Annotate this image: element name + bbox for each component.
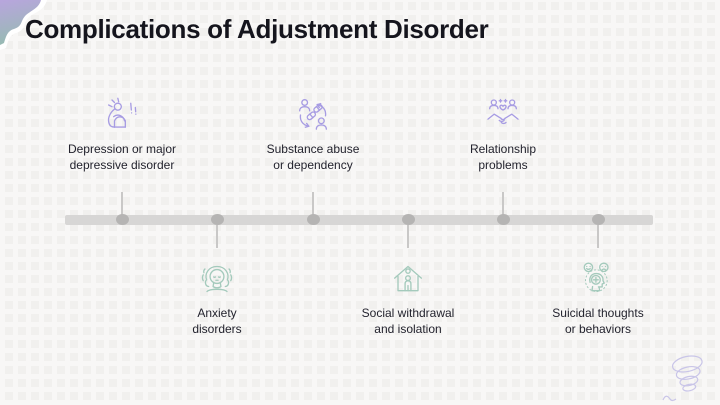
head-mental-health-icon: [578, 259, 618, 299]
page-title: Complications of Adjustment Disorder: [25, 14, 489, 44]
timeline-item-anxiety-disorders: Anxiety disorders: [139, 259, 295, 337]
timeline-item-label: Relationship problems: [469, 142, 537, 172]
timeline-dot: [116, 214, 129, 225]
person-in-house-icon: [388, 259, 428, 299]
timeline-item-suicidal-thoughts: Suicidal thoughts or behaviors: [520, 259, 676, 337]
timeline-bar: [65, 215, 653, 225]
timeline-item-label: Suicidal thoughts or behaviors: [552, 306, 644, 336]
timeline-item-social-withdrawal: Social withdrawal and isolation: [330, 259, 486, 337]
timeline-connector: [502, 192, 504, 215]
timeline-item-label: Substance abuse or dependency: [266, 142, 360, 172]
timeline-connector: [312, 192, 314, 215]
handshake-people-icon: [483, 95, 523, 135]
timeline-dot: [497, 214, 510, 225]
timeline-dot: [211, 214, 224, 225]
timeline-dot: [402, 214, 415, 225]
spiral-doodle-decoration: [662, 355, 703, 402]
gradient-corner-blob-decoration: [0, 0, 47, 50]
anxious-woman-icon: [197, 259, 237, 299]
timeline-item-label: Anxiety disorders: [192, 306, 242, 336]
substance-exchange-icon: [293, 95, 333, 135]
timeline-item-depression: Depression or major depressive disorder: [44, 95, 200, 173]
depressed-person-icon: [102, 95, 142, 135]
timeline-item-label: Depression or major depressive disorder: [67, 142, 177, 172]
timeline-item-label: Social withdrawal and isolation: [361, 306, 455, 336]
timeline-dot: [307, 214, 320, 225]
timeline-connector: [121, 192, 123, 215]
timeline-item-substance-abuse: Substance abuse or dependency: [235, 95, 391, 173]
timeline-connector: [407, 225, 409, 248]
timeline-connector: [216, 225, 218, 248]
timeline-connector: [597, 225, 599, 248]
timeline-item-relationship-problems: Relationship problems: [425, 95, 581, 173]
timeline-dot: [592, 214, 605, 225]
